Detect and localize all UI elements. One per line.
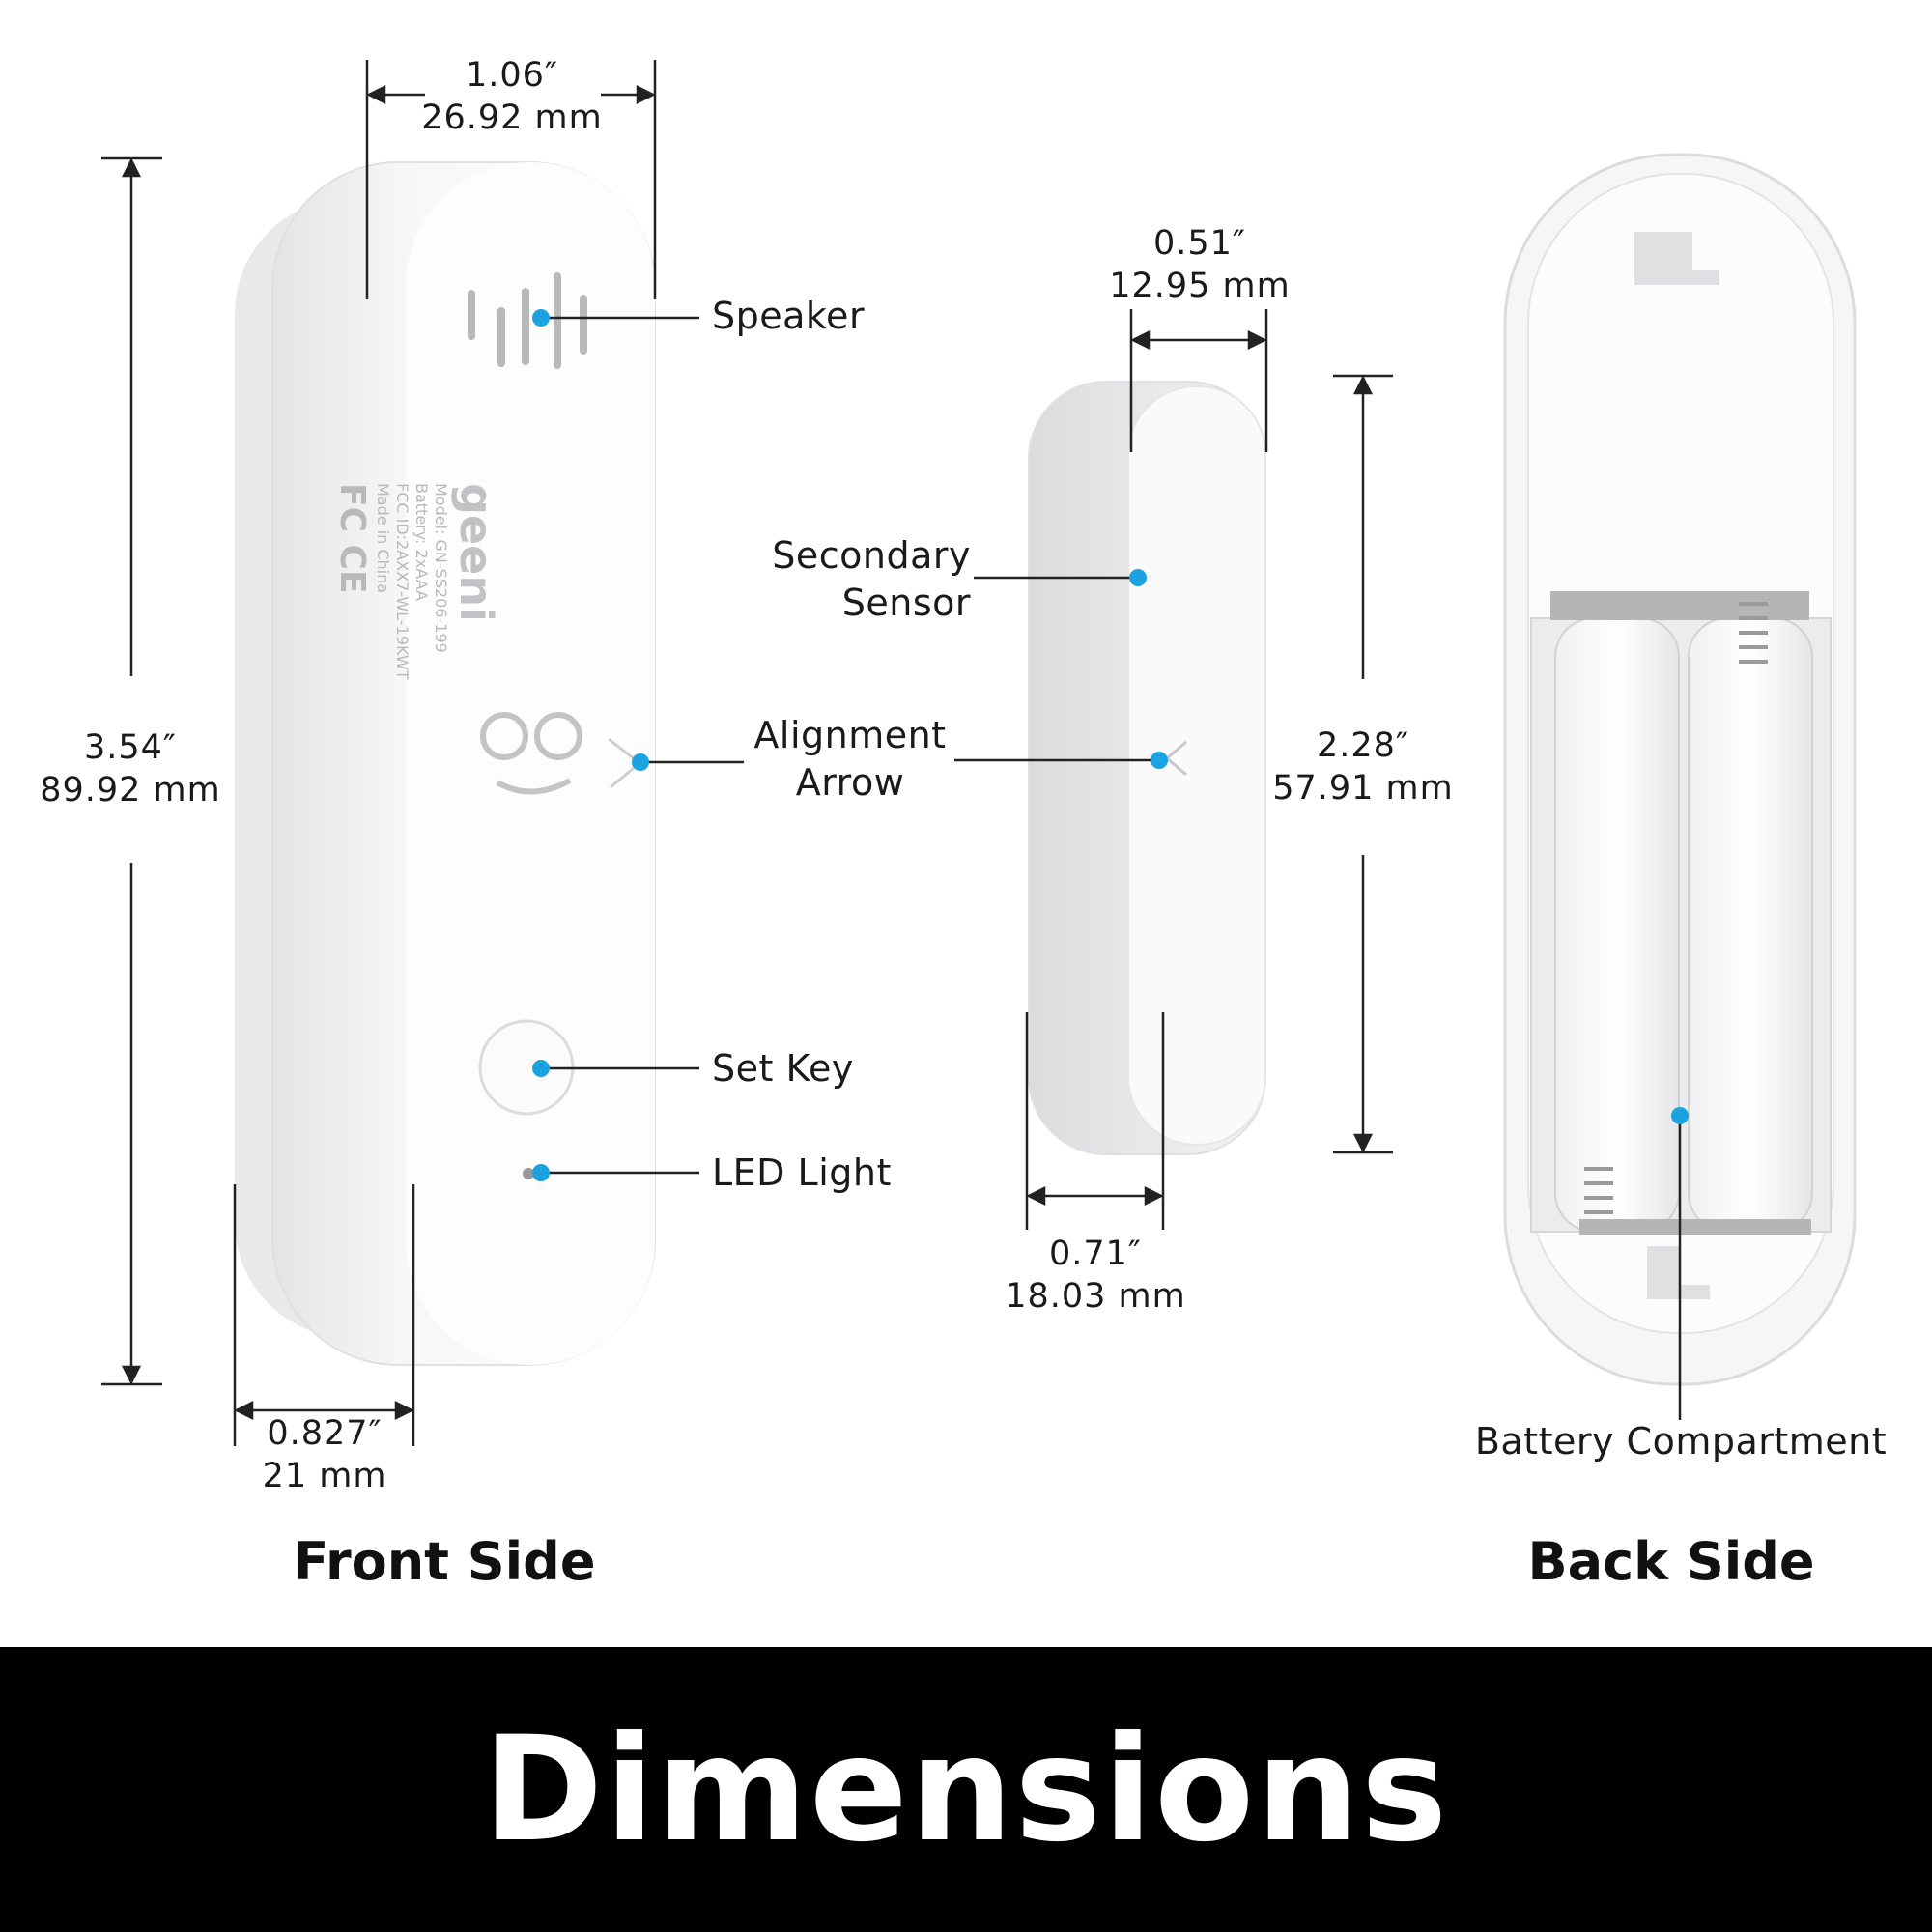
front-width-inch: 1.06″ [465, 56, 558, 95]
sensor-width-mm: 12.95 mm [1109, 267, 1291, 305]
device-model: Model: GN-SS206-199 [432, 483, 450, 653]
secondary-sensor-dot [1129, 569, 1147, 586]
top-latch-slot [1634, 232, 1719, 285]
bottom-latch-slot [1647, 1246, 1710, 1299]
secondary-sensor-label-line1: Secondary [772, 534, 971, 577]
device-battery: Battery: 2xAAA [412, 483, 431, 601]
device-label-print: geeni Model: GN-SS206-199 Battery: 2xAAA… [328, 483, 502, 908]
battery-compartment-dot [1671, 1107, 1689, 1124]
dimensions-banner: Dimensions [0, 1647, 1932, 1932]
device-origin: Made in China [374, 483, 392, 594]
battery-contacts-top [1550, 591, 1809, 620]
front-device-face [406, 162, 655, 1365]
front-depth-inch: 0.827″ [267, 1414, 383, 1453]
front-height-mm: 89.92 mm [40, 771, 221, 810]
set-key-label: Set Key [712, 1047, 854, 1090]
sensor-height-dimension: 2.28″ 57.91 mm [1266, 724, 1460, 810]
led-light-label: LED Light [712, 1151, 892, 1194]
secondary-sensor-device [1028, 381, 1266, 1155]
sensor-width-dimension: 0.51″ 12.95 mm [1103, 222, 1296, 307]
banner-title: Dimensions [482, 1705, 1450, 1874]
sensor-depth-dimension: 0.71″ 18.03 mm [999, 1233, 1192, 1318]
sensor-height-inch: 2.28″ [1316, 726, 1409, 765]
callout-lines [541, 316, 1682, 1420]
sensor-width-inch: 0.51″ [1152, 224, 1246, 263]
secondary-sensor-label-line2: Sensor [841, 582, 971, 624]
battery-tube-left [1554, 617, 1680, 1233]
dimensions-diagram: geeni Model: GN-SS206-199 Battery: 2xAAA… [34, 54, 1888, 1592]
led-light [523, 1168, 534, 1179]
alignment-arrow-label: Alignment Arrow [734, 712, 966, 807]
sensor-depth-mm: 18.03 mm [1005, 1277, 1186, 1316]
sensor-height-mm: 57.91 mm [1272, 769, 1454, 808]
speaker-grille [468, 272, 587, 369]
battery-contacts-bottom [1579, 1219, 1811, 1235]
geeni-face-logo [480, 712, 582, 795]
front-depth-dimension: 0.827″ 21 mm [228, 1412, 421, 1497]
diagram-graphics [101, 60, 1857, 1446]
device-fcc: FCC ID:2AXX7-WL-19KWT [393, 483, 412, 680]
speaker-label: Speaker [712, 295, 866, 337]
alignment-arrow-label-line1: Alignment [753, 714, 947, 756]
front-side-title: Front Side [293, 1531, 596, 1592]
front-depth-mm: 21 mm [262, 1457, 387, 1495]
front-width-dimension: 1.06″ 26.92 mm [415, 54, 609, 139]
led-light-dot [532, 1164, 550, 1181]
device-certification-marks: FC CE [332, 483, 372, 594]
back-device [1503, 153, 1857, 1386]
set-key-dot [532, 1060, 550, 1077]
battery-compartment-label: Battery Compartment [1474, 1420, 1888, 1463]
battery-springs [1584, 602, 1768, 1214]
sensor-alignment-arrow-dot [1151, 752, 1168, 769]
front-width-mm: 26.92 mm [421, 99, 603, 137]
back-side-title: Back Side [1527, 1531, 1815, 1592]
front-alignment-arrow-dot [632, 753, 649, 771]
device-brand: geeni [450, 483, 502, 622]
front-device [235, 161, 656, 1366]
front-height-inch: 3.54″ [83, 728, 177, 767]
battery-tube-right [1688, 617, 1813, 1233]
front-height-dimension: 3.54″ 89.92 mm [34, 726, 227, 811]
speaker-dot [532, 309, 550, 327]
sensor-depth-inch: 0.71″ [1048, 1235, 1142, 1273]
callout-dots [532, 309, 1689, 1181]
secondary-sensor-label: Secondary Sensor [734, 532, 971, 627]
alignment-arrow-label-line2: Arrow [795, 761, 905, 804]
dimension-lines [101, 60, 1393, 1446]
